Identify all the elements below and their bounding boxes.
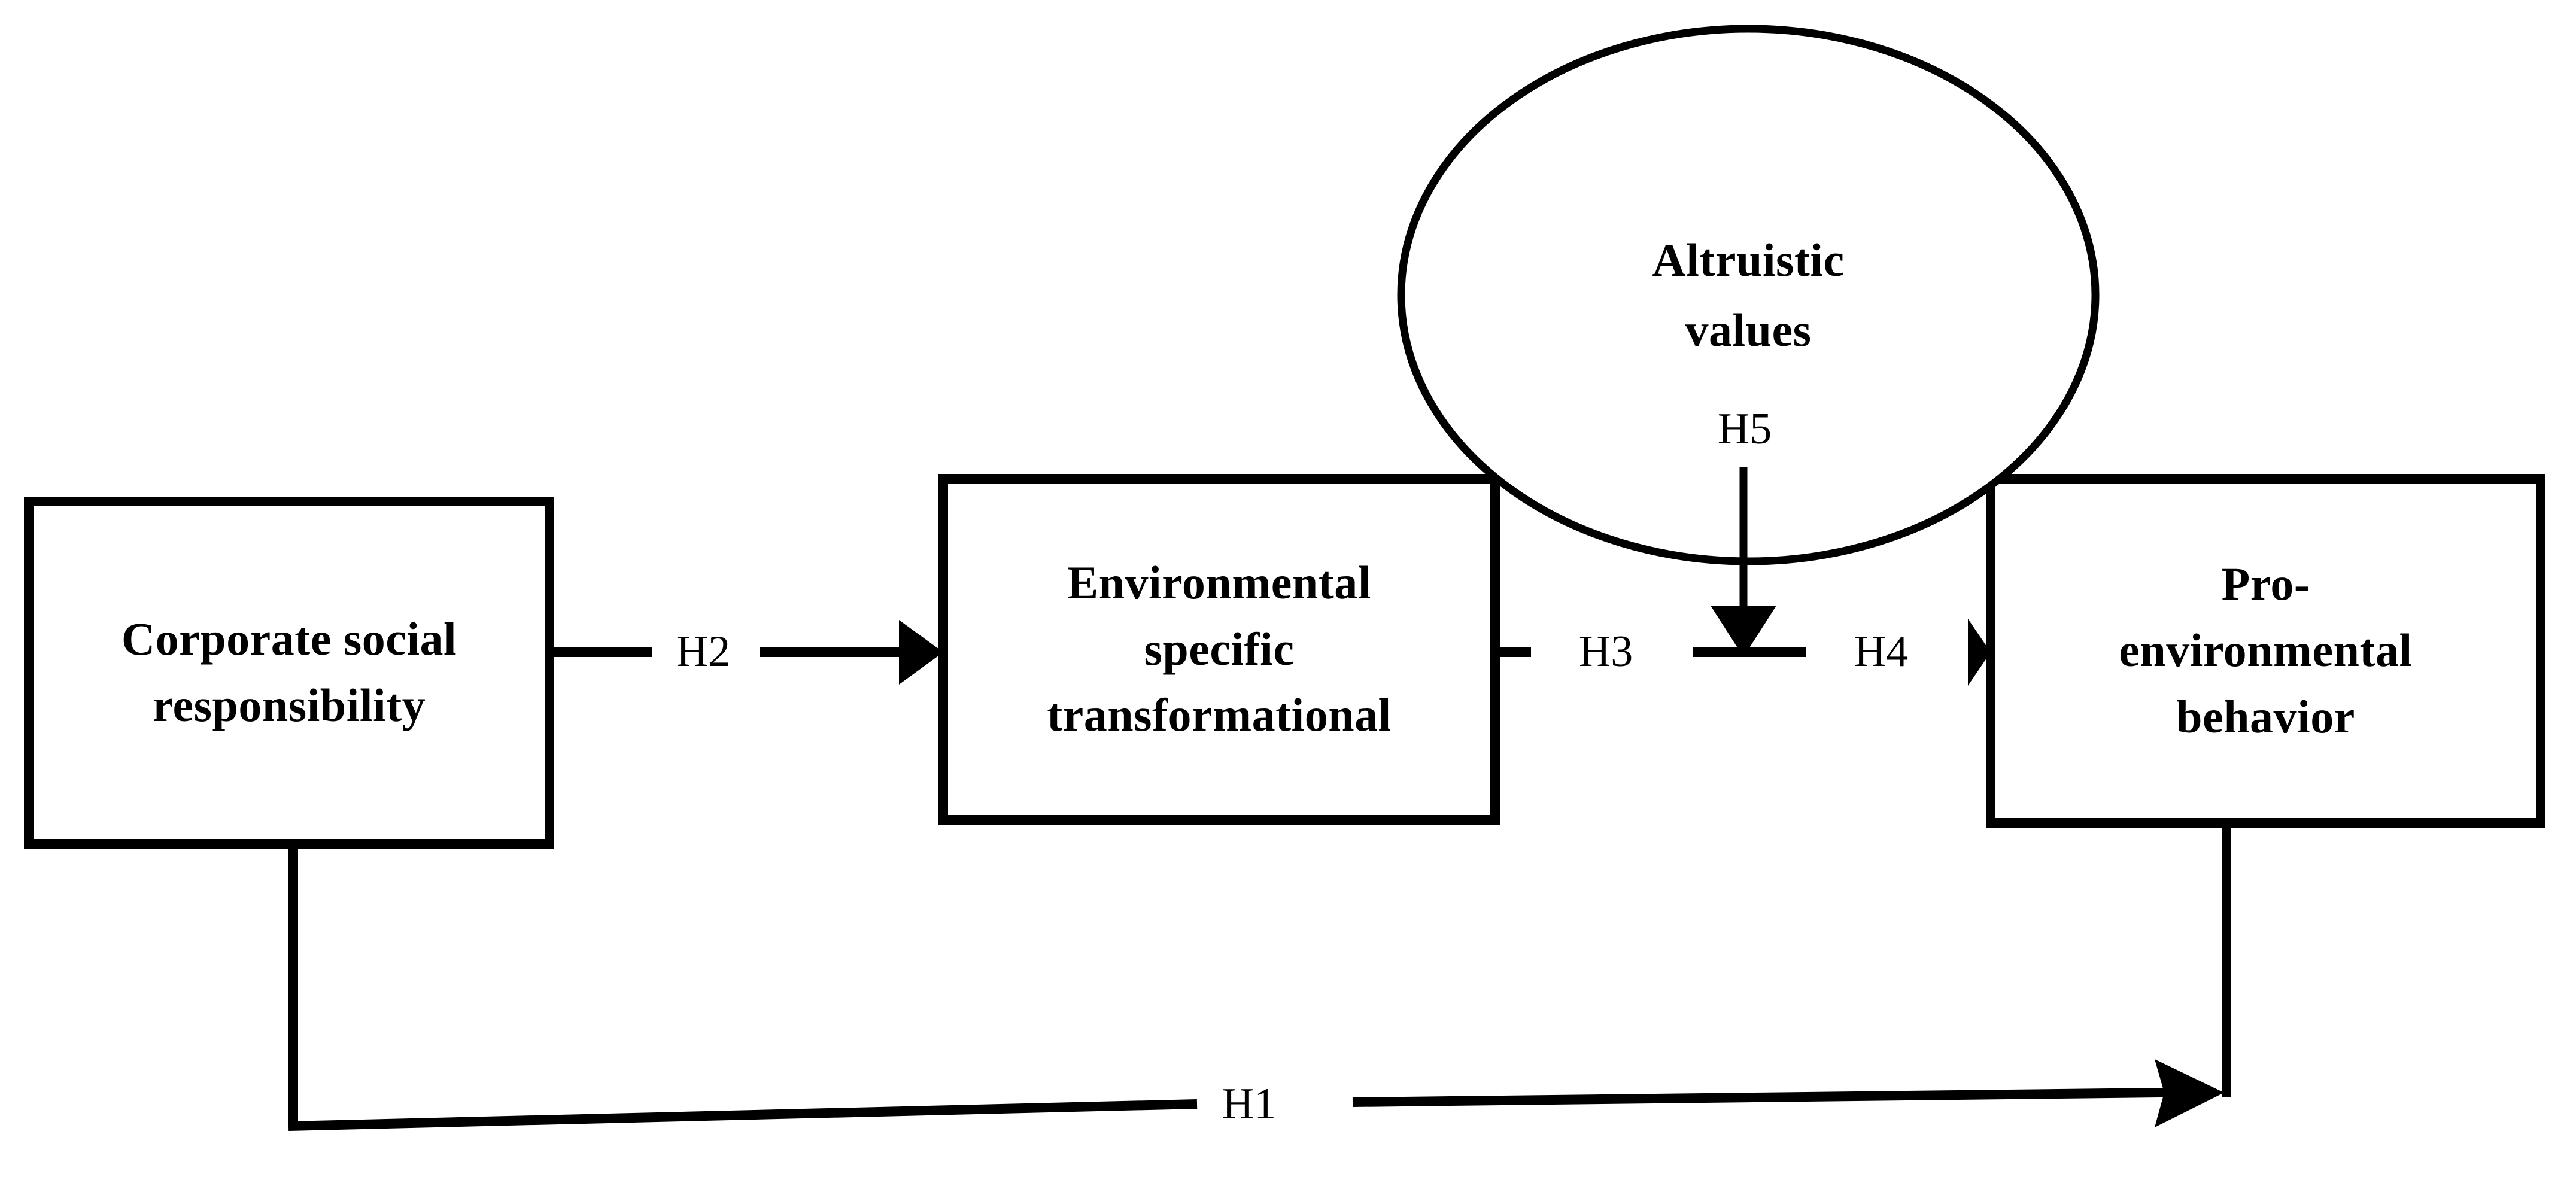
h2-arrowhead-icon (899, 620, 943, 685)
connector-h1 (288, 823, 2231, 1131)
node-corporate-social-responsibility[interactable] (24, 497, 554, 849)
h4-arrowhead-icon (1968, 619, 1991, 686)
node-altruistic-values[interactable] (1397, 25, 2100, 565)
h5-arrowhead-icon (1711, 606, 1776, 657)
h1-arrowhead-icon (2155, 1059, 2224, 1127)
node-environmental-specific-transformational[interactable] (938, 474, 1500, 825)
h1-left-horizontal-segment (288, 1099, 1198, 1131)
connector-h2 (549, 620, 943, 685)
connector-h3-h4 (1495, 619, 1991, 686)
h1-right-horizontal-segment (1352, 1087, 2209, 1107)
connector-h5 (1711, 467, 1776, 657)
node-pro-environmental-behavior[interactable] (1986, 474, 2545, 828)
